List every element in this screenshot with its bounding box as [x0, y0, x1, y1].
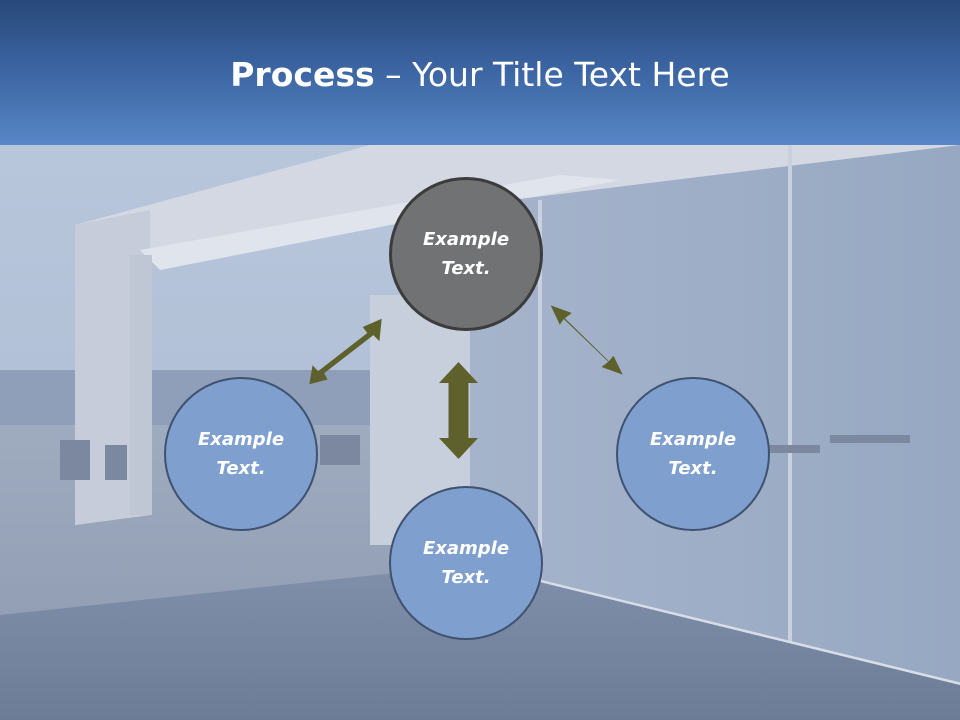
arrow-top-right [550, 305, 623, 375]
arrow-top-left [309, 318, 382, 385]
node-right-label: Example Text. [649, 429, 737, 479]
slide-title: Process – Your Title Text Here [0, 52, 960, 98]
node-top-label: Example Text. [422, 229, 510, 279]
title-rest: – Your Title Text Here [374, 55, 730, 94]
title-bold: Process [230, 55, 375, 94]
arrow-vertical [439, 362, 478, 459]
node-left: Example Text. [164, 377, 318, 531]
node-bottom-label: Example Text. [422, 538, 510, 588]
node-right: Example Text. [616, 377, 770, 531]
node-left-label: Example Text. [197, 429, 285, 479]
node-bottom: Example Text. [389, 486, 543, 640]
header-bar [0, 0, 960, 145]
node-top: Example Text. [389, 177, 543, 331]
